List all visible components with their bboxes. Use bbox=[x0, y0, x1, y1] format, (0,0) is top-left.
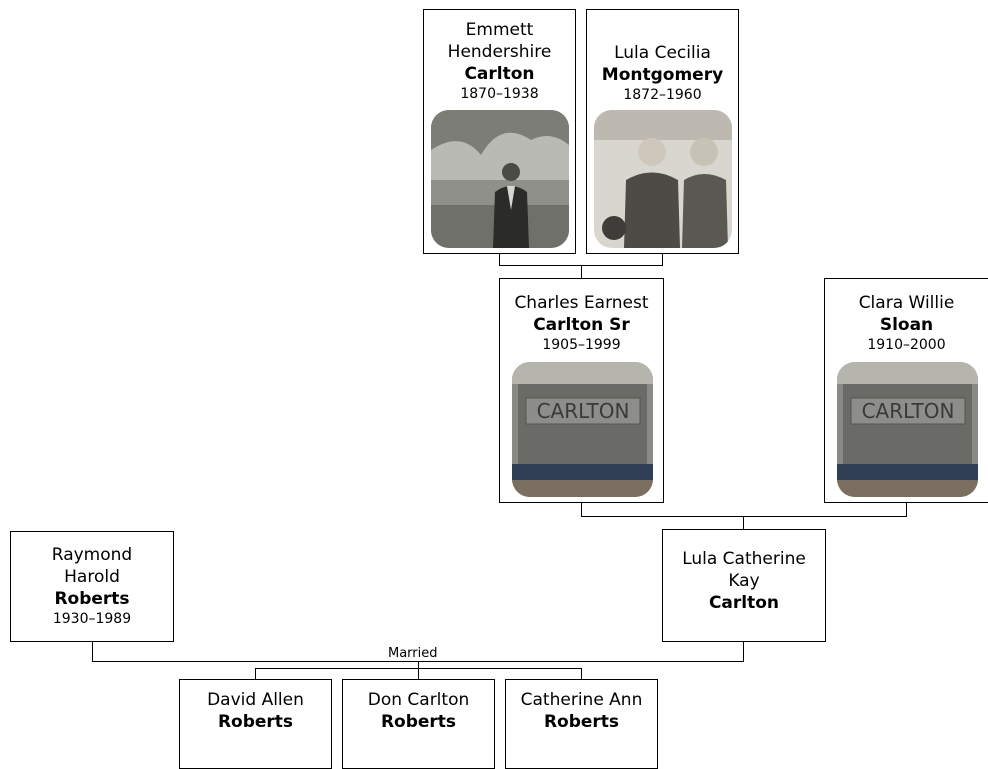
connector bbox=[92, 641, 93, 662]
person-card-lula-kay-carlton[interactable]: Lula Catherine Kay Carlton bbox=[662, 529, 826, 642]
surname: Roberts bbox=[543, 712, 620, 732]
connector bbox=[581, 668, 582, 680]
life-dates: 1905–1999 bbox=[542, 337, 621, 353]
life-dates: 1870–1938 bbox=[460, 86, 539, 102]
headstone-text: CARLTON bbox=[862, 399, 955, 423]
given-name: Charles Earnest bbox=[514, 293, 649, 313]
surname: Roberts bbox=[54, 589, 130, 609]
given-name: Lula Catherine Kay bbox=[682, 549, 806, 591]
headstone-photo: CARLTON bbox=[837, 362, 978, 497]
surname: Roberts bbox=[380, 712, 457, 732]
surname: Roberts bbox=[217, 712, 294, 732]
connector bbox=[418, 668, 419, 680]
person-card-don-roberts[interactable]: Don Carlton Roberts bbox=[342, 679, 495, 769]
portrait-photo bbox=[431, 110, 569, 248]
given-name: Emmett Hendershire bbox=[447, 20, 552, 62]
headstone-text: CARLTON bbox=[537, 399, 630, 423]
married-label: Married bbox=[388, 646, 438, 661]
portrait-photo bbox=[594, 110, 732, 248]
given-name: Catherine Ann bbox=[520, 690, 643, 710]
person-card-emmett-carlton[interactable]: Emmett Hendershire Carlton 1870–1938 bbox=[423, 9, 576, 254]
connector bbox=[581, 502, 582, 517]
given-name: Lula Cecilia bbox=[614, 43, 711, 63]
connector bbox=[499, 252, 500, 266]
connector bbox=[581, 265, 582, 279]
headstone-photo: CARLTON bbox=[512, 362, 653, 497]
connector bbox=[743, 516, 744, 530]
person-card-catherine-roberts[interactable]: Catherine Ann Roberts bbox=[505, 679, 658, 769]
surname: Sloan bbox=[879, 315, 934, 335]
connector bbox=[418, 661, 419, 669]
given-name: David Allen bbox=[207, 690, 304, 710]
given-name: Don Carlton bbox=[367, 690, 470, 710]
life-dates: 1872–1960 bbox=[623, 87, 702, 103]
connector bbox=[906, 502, 907, 517]
connector bbox=[662, 252, 663, 266]
connector bbox=[255, 668, 256, 680]
person-card-raymond-roberts[interactable]: Raymond Harold Roberts 1930–1989 bbox=[10, 531, 174, 642]
surname: Carlton bbox=[708, 593, 780, 613]
person-card-lula-montgomery[interactable]: Lula Cecilia Montgomery 1872–1960 bbox=[586, 9, 739, 254]
surname: Carlton bbox=[464, 64, 535, 84]
connector bbox=[743, 641, 744, 662]
surname: Montgomery bbox=[601, 65, 724, 85]
connector bbox=[581, 516, 907, 517]
person-card-charles-carlton[interactable]: Charles Earnest Carlton Sr 1905–1999 CAR… bbox=[499, 278, 664, 503]
life-dates: 1910–2000 bbox=[867, 337, 946, 353]
given-name: Raymond Harold bbox=[51, 545, 133, 587]
surname: Carlton Sr bbox=[533, 315, 630, 335]
person-card-clara-sloan[interactable]: Clara Willie Sloan 1910–2000 CARLTON bbox=[824, 278, 988, 503]
person-card-david-roberts[interactable]: David Allen Roberts bbox=[179, 679, 332, 769]
given-name: Clara Willie bbox=[858, 293, 955, 313]
life-dates: 1930–1989 bbox=[52, 611, 132, 627]
